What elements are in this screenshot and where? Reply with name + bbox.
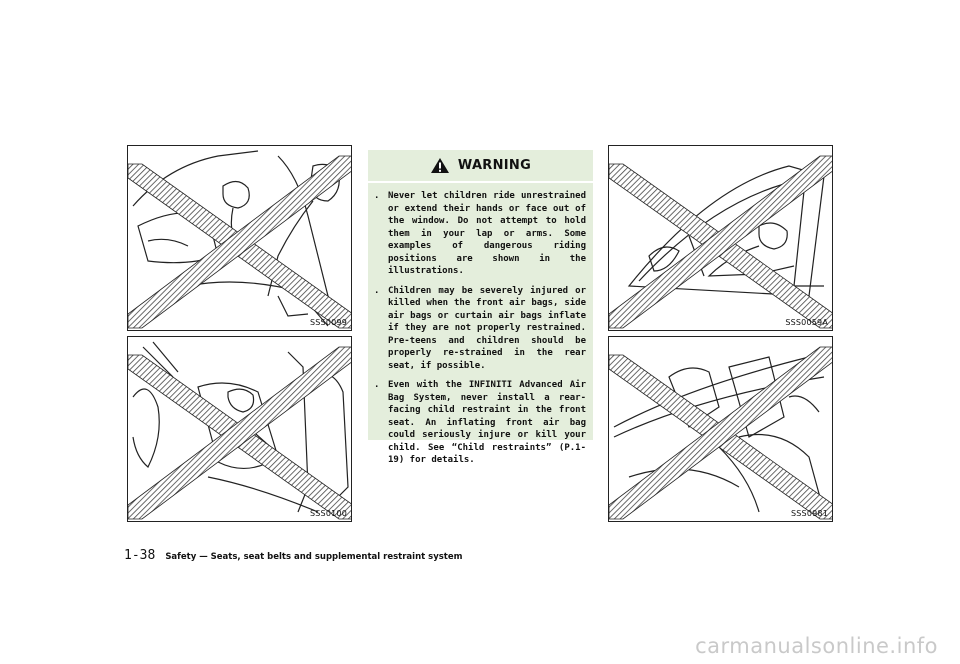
warning-item: . Never let children ride unrestrained o… [374, 190, 586, 278]
warning-box: WARNING . Never let children ride unrest… [368, 150, 593, 465]
page-number: 1-38 [124, 548, 156, 563]
warning-header: WARNING [368, 150, 593, 180]
figure-code: SSS0099 [310, 318, 347, 327]
warning-divider [368, 181, 593, 183]
warning-list: . Never let children ride unrestrained o… [374, 190, 586, 474]
warning-item-text: Children may be severely injured or kill… [388, 285, 586, 371]
figure-curtain-airbag: SSS0981 [608, 336, 833, 522]
warning-triangle-icon [430, 157, 449, 173]
illustration-rear-facing-child-seat [128, 341, 351, 520]
warning-title: WARNING [457, 157, 532, 173]
watermark: carmanualsonline.info [695, 634, 938, 658]
bullet: . [374, 285, 380, 296]
illustration-curtain-airbag [609, 346, 832, 520]
illustration-child-out-window [609, 155, 832, 329]
figure-code: SSS0981 [791, 509, 828, 518]
page-footer: 1-38 Safety — Seats, seat belts and supp… [124, 548, 463, 563]
bullet: . [374, 191, 380, 201]
warning-item-text: Even with the INFINITI Advanced Air Bag … [388, 380, 586, 465]
warning-item-text: Never let children ride unrestrained or … [388, 191, 586, 276]
warning-item: . Children may be severely injured or ki… [374, 285, 586, 373]
figure-child-out-window: SSS0059A [608, 145, 833, 331]
bullet: . [374, 380, 380, 390]
warning-item: . Even with the INFINITI Advanced Air Ba… [374, 379, 586, 467]
figure-code: SSS0100 [310, 509, 347, 518]
section-title: Safety — Seats, seat belts and supplemen… [165, 552, 463, 562]
figure-code: SSS0059A [785, 318, 828, 327]
figure-child-on-lap: SSS0099 [127, 145, 352, 331]
illustration-child-on-lap [128, 150, 351, 329]
figure-rear-facing-child-seat: SSS0100 [127, 336, 352, 522]
